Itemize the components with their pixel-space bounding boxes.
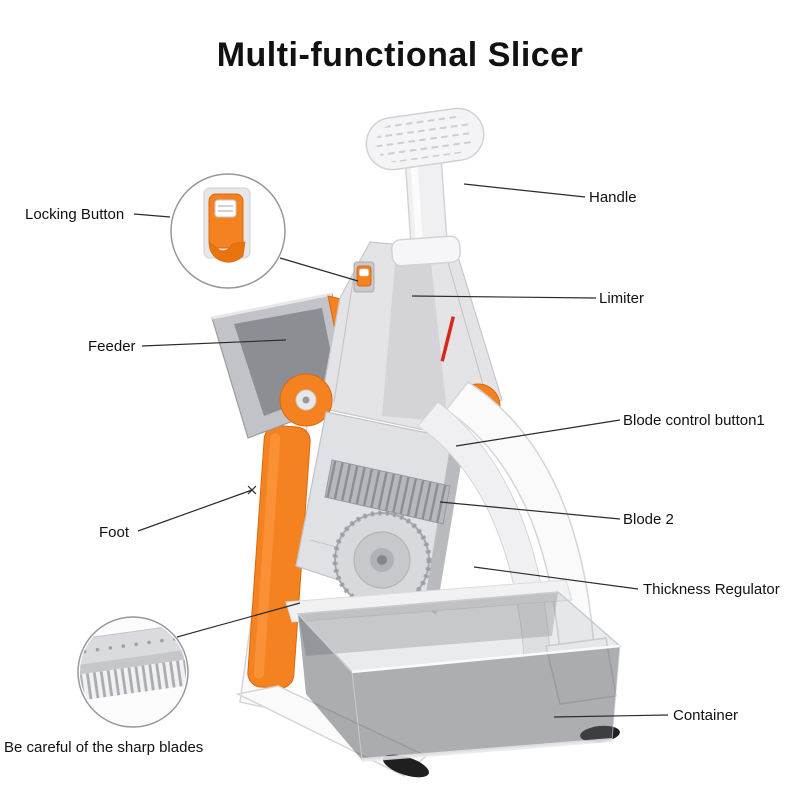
label-locking-button: Locking Button — [25, 206, 125, 223]
left-leg-orange — [247, 425, 311, 689]
thickness-dial — [332, 510, 432, 610]
page-title: Multi-functional Slicer — [216, 36, 584, 74]
limiter-collar — [391, 235, 461, 267]
blades-inset — [77, 616, 189, 728]
label-feeder: Feeder — [88, 338, 136, 355]
label-foot: Foot — [99, 524, 130, 541]
label-warning: Be careful of the sharp blades — [4, 739, 204, 756]
foot-pad — [383, 754, 429, 778]
label-blade-control: Blode control button1 — [623, 412, 765, 429]
locking-button-inset — [170, 173, 286, 289]
blade-indicator — [440, 316, 456, 362]
body-frame — [319, 241, 503, 441]
container-box — [296, 591, 622, 762]
label-thickness-regulator: Thickness Regulator — [643, 581, 780, 598]
locking-button-part — [353, 261, 375, 293]
label-blade-2: Blode 2 — [623, 511, 674, 528]
label-container: Container — [673, 707, 739, 724]
label-handle: Handle — [589, 189, 637, 206]
leader-lines — [133, 183, 669, 718]
label-limiter: Limiter — [599, 290, 645, 307]
blade-comb — [324, 459, 451, 525]
handle-part — [365, 107, 485, 267]
